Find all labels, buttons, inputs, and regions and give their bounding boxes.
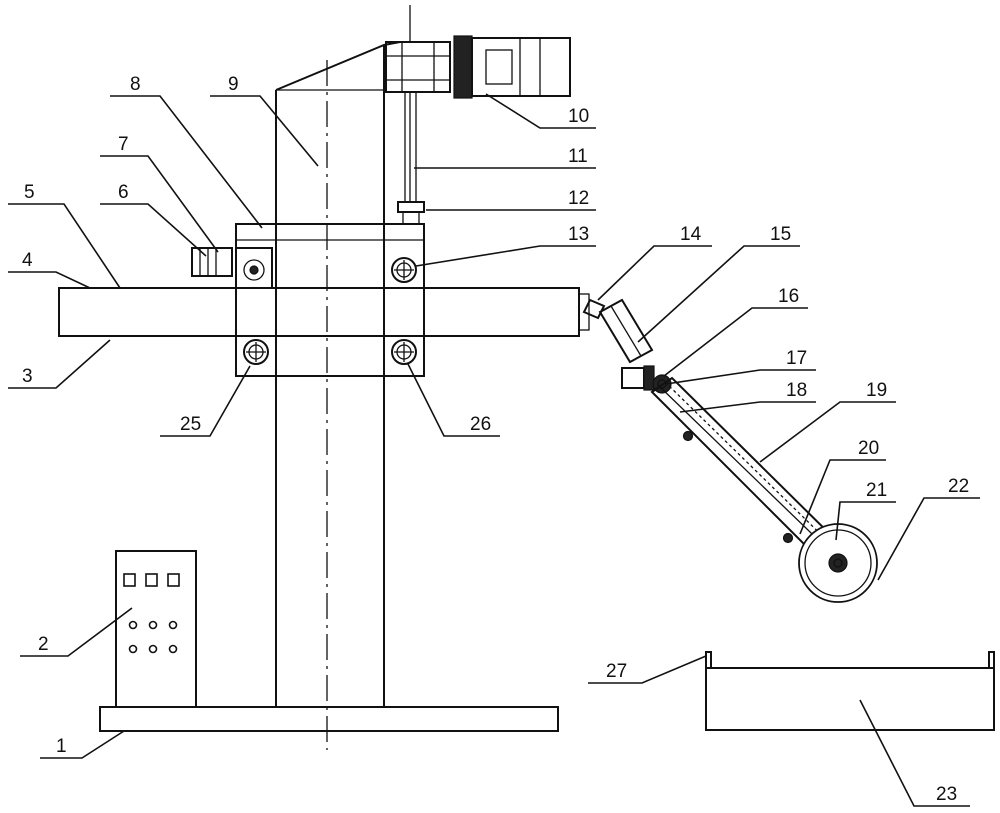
lifting-gearbox	[385, 41, 451, 93]
cabinet-indicator	[145, 573, 158, 587]
label-2: 2	[38, 634, 49, 655]
label-6: 6	[118, 182, 129, 203]
label-25: 25	[180, 414, 201, 435]
label-21: 21	[866, 480, 887, 501]
cross-arm	[58, 287, 580, 337]
cabinet-button	[128, 644, 138, 654]
label-17: 17	[786, 348, 807, 369]
lead-screw	[404, 91, 417, 203]
lifting-motor	[453, 35, 571, 99]
cabinet-button	[148, 620, 158, 630]
screw-nut	[397, 201, 425, 225]
arm-end-cap	[578, 293, 590, 331]
column	[275, 41, 401, 707]
guide-roller-upper	[391, 257, 417, 283]
label-23: 23	[936, 784, 957, 805]
label-22: 22	[948, 476, 969, 497]
cabinet-button	[148, 644, 158, 654]
tray-lug	[705, 651, 995, 669]
control-cabinet	[115, 550, 197, 708]
tension-bolt-upper	[682, 430, 694, 442]
collection-tray	[705, 667, 995, 731]
label-16: 16	[778, 286, 799, 307]
label-26: 26	[470, 414, 491, 435]
label-20: 20	[858, 438, 879, 459]
cabinet-button	[168, 620, 178, 630]
label-12: 12	[568, 188, 589, 209]
label-13: 13	[568, 224, 589, 245]
label-4: 4	[22, 250, 33, 271]
cabinet-button	[128, 620, 138, 630]
guide-roller-lower-left	[243, 339, 269, 365]
label-18: 18	[786, 380, 807, 401]
leader-lines	[8, 93, 980, 807]
guide-roller-lower-right	[391, 339, 417, 365]
cabinet-indicator	[167, 573, 180, 587]
label-3: 3	[22, 366, 33, 387]
label-15: 15	[770, 224, 791, 245]
travel-gearbox	[235, 247, 273, 289]
base-plate	[99, 706, 559, 732]
cabinet-button	[168, 644, 178, 654]
label-10: 10	[568, 106, 589, 127]
feed-motor	[621, 365, 655, 391]
label-14: 14	[680, 224, 702, 245]
label-8: 8	[130, 74, 141, 95]
cabinet-indicator	[123, 573, 136, 587]
slide-carriage	[235, 223, 425, 377]
label-5: 5	[24, 182, 35, 203]
label-9: 9	[228, 74, 239, 95]
label-7: 7	[118, 134, 129, 155]
label-1: 1	[56, 736, 67, 757]
tension-bolt-lower	[782, 532, 794, 544]
label-19: 19	[866, 380, 887, 401]
label-11: 11	[568, 146, 588, 167]
joint-connector	[582, 298, 606, 320]
polishing-wheel	[798, 523, 878, 603]
travel-motor	[191, 247, 233, 277]
swing-cylinder	[598, 298, 654, 364]
label-27: 27	[606, 661, 627, 682]
